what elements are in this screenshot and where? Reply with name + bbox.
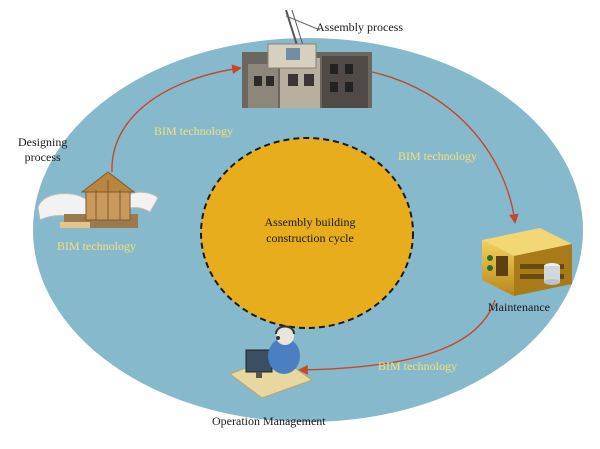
arrow-assembly-to-maintenance [371,71,519,224]
operation-management-label: Operation Management [212,414,326,428]
inner-cycle-circle [200,137,414,329]
assembly-process-label: Assembly process [316,20,403,34]
server-icon [482,228,572,296]
operator-workstation-icon [228,325,314,399]
arrow-design-to-assembly [111,64,242,173]
bim-technology-label-left: BIM technology [57,239,136,253]
designing-process-line1: Designing [18,135,68,149]
center-label-line1: Assembly building [264,215,356,229]
center-label-line2: construction cycle [266,231,354,245]
bim-technology-label-top-left: BIM technology [154,124,233,138]
designing-process-label: Designing process [18,135,67,165]
arrow-maintenance-to-operation [298,299,496,375]
maintenance-label: Maintenance [488,300,550,314]
building-assembly-icon [242,9,372,108]
bim-technology-label-top-right: BIM technology [398,149,477,163]
house-design-icon [37,171,159,228]
center-cycle-label: Assembly building construction cycle [230,214,390,246]
bim-technology-label-bottom-right: BIM technology [378,359,457,373]
designing-process-line2: process [24,150,61,164]
